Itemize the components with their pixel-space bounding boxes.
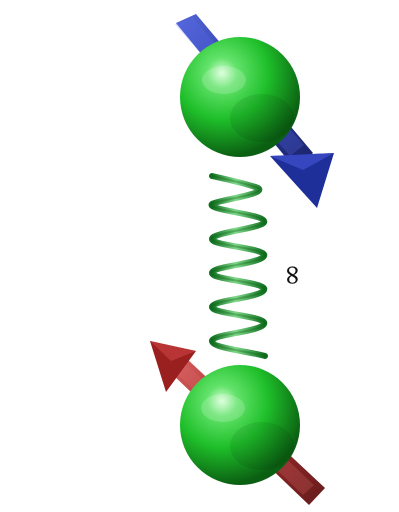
coupling-spring bbox=[208, 173, 268, 359]
top-particle-sphere bbox=[180, 37, 300, 157]
bottom-particle-sphere bbox=[180, 365, 300, 485]
coupling-label: ∞ bbox=[277, 263, 310, 287]
